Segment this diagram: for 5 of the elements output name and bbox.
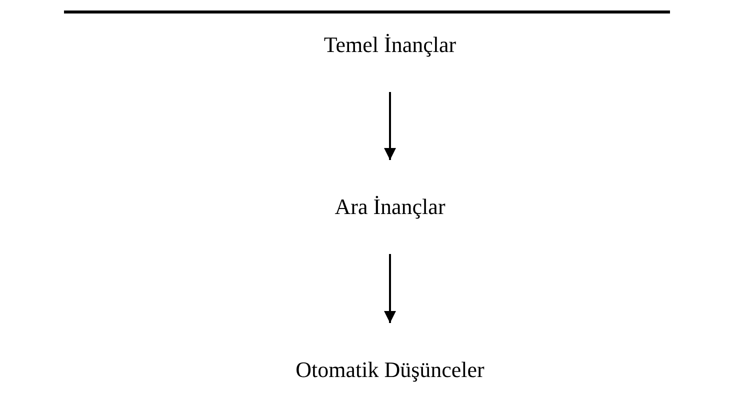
text-label: Ara İnançlar bbox=[334, 194, 446, 220]
text-label: Otomatik Düşünceler bbox=[296, 357, 484, 383]
arrow bbox=[384, 92, 396, 160]
text-label: Temel İnançlar bbox=[324, 32, 456, 58]
arrow bbox=[384, 254, 396, 323]
